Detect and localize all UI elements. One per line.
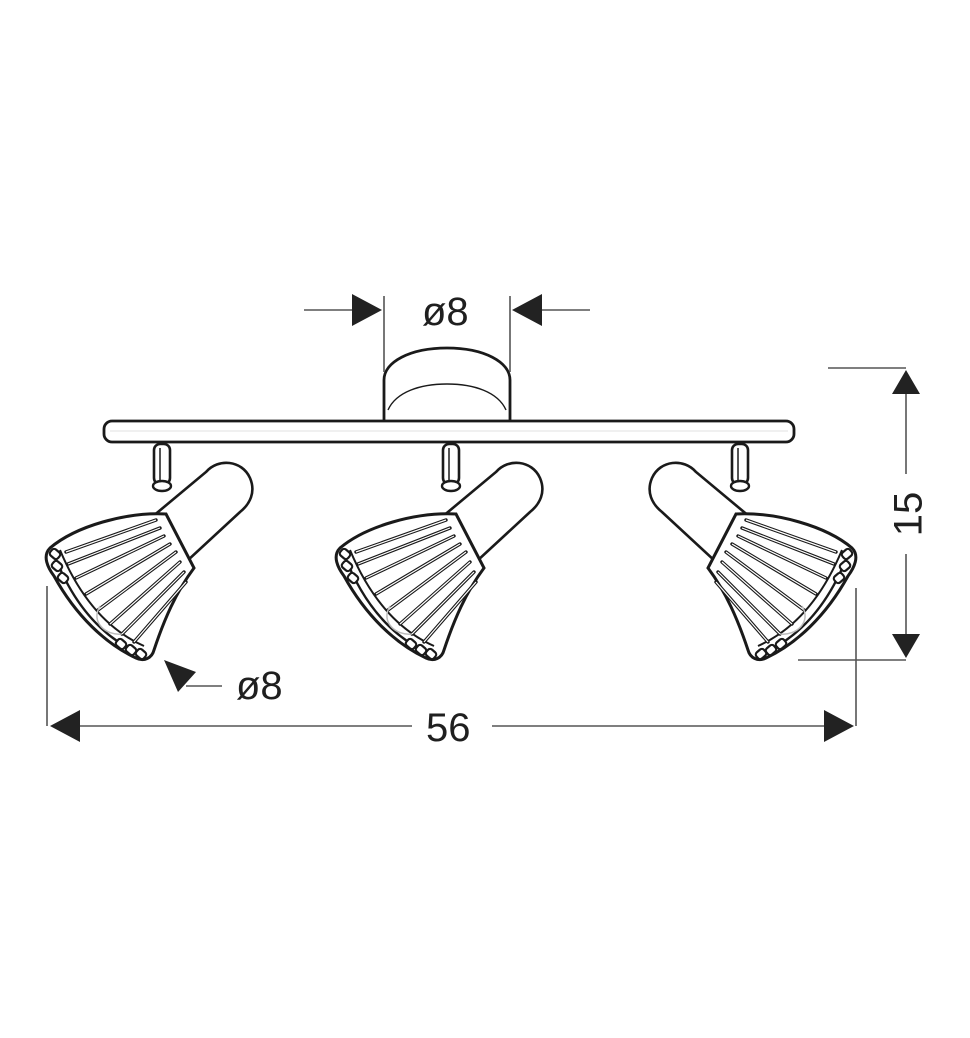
mounting-bar [102,419,796,444]
total-height-label: 15 [886,487,930,541]
stem-center [440,442,462,493]
dimension-canopy-diameter [304,294,590,372]
dimension-total-height [798,367,920,661]
canopy-diameter-label: ø8 [418,292,473,332]
dimension-total-width [46,586,857,742]
total-width-label: 56 [422,708,475,748]
spotlight-left [44,461,255,662]
stem-right [729,442,751,493]
spotlight-right [647,461,858,662]
ceiling-canopy [382,346,512,420]
dimension-shade-diameter [164,660,222,692]
shade-diameter-label: ø8 [232,666,287,706]
stem-left [151,442,173,493]
spotlight-center [334,461,545,662]
